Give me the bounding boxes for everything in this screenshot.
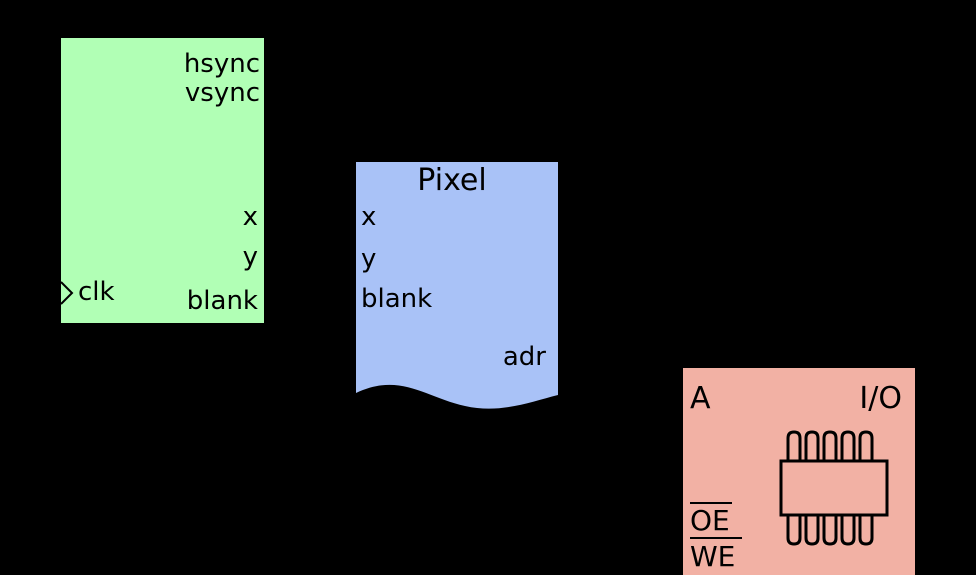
sync-block: hsync vsync x y clk blank bbox=[60, 38, 264, 323]
memory-chip-icon bbox=[779, 430, 889, 546]
pixel-y-label: y bbox=[361, 244, 376, 274]
memory-block: A I/O OE WE bbox=[683, 368, 915, 575]
chip-top-pins bbox=[786, 430, 874, 461]
sync-y-label: y bbox=[243, 242, 258, 272]
pixel-x-label: x bbox=[361, 202, 376, 232]
pixel-adr-label: adr bbox=[503, 342, 546, 372]
pixel-block: Pixel x y blank adr bbox=[356, 162, 558, 409]
sync-block-body bbox=[61, 38, 264, 323]
sync-vsync-label: vsync bbox=[185, 78, 260, 108]
chip-body bbox=[779, 459, 889, 517]
pixel-blank-label: blank bbox=[361, 284, 432, 314]
chip-bottom-pins bbox=[786, 515, 874, 546]
sync-clk-label: clk bbox=[78, 277, 115, 307]
pixel-block-body bbox=[356, 162, 558, 409]
memory-we-label: WE bbox=[690, 540, 735, 573]
memory-io-label: I/O bbox=[859, 381, 902, 416]
sync-x-label: x bbox=[243, 202, 258, 232]
clock-input-icon bbox=[60, 281, 74, 305]
pixel-title: Pixel bbox=[417, 163, 486, 198]
memory-a-label: A bbox=[690, 381, 711, 416]
sync-blank-label: blank bbox=[187, 286, 258, 316]
memory-oe-label: OE bbox=[690, 504, 730, 537]
sync-hsync-label: hsync bbox=[184, 49, 260, 79]
